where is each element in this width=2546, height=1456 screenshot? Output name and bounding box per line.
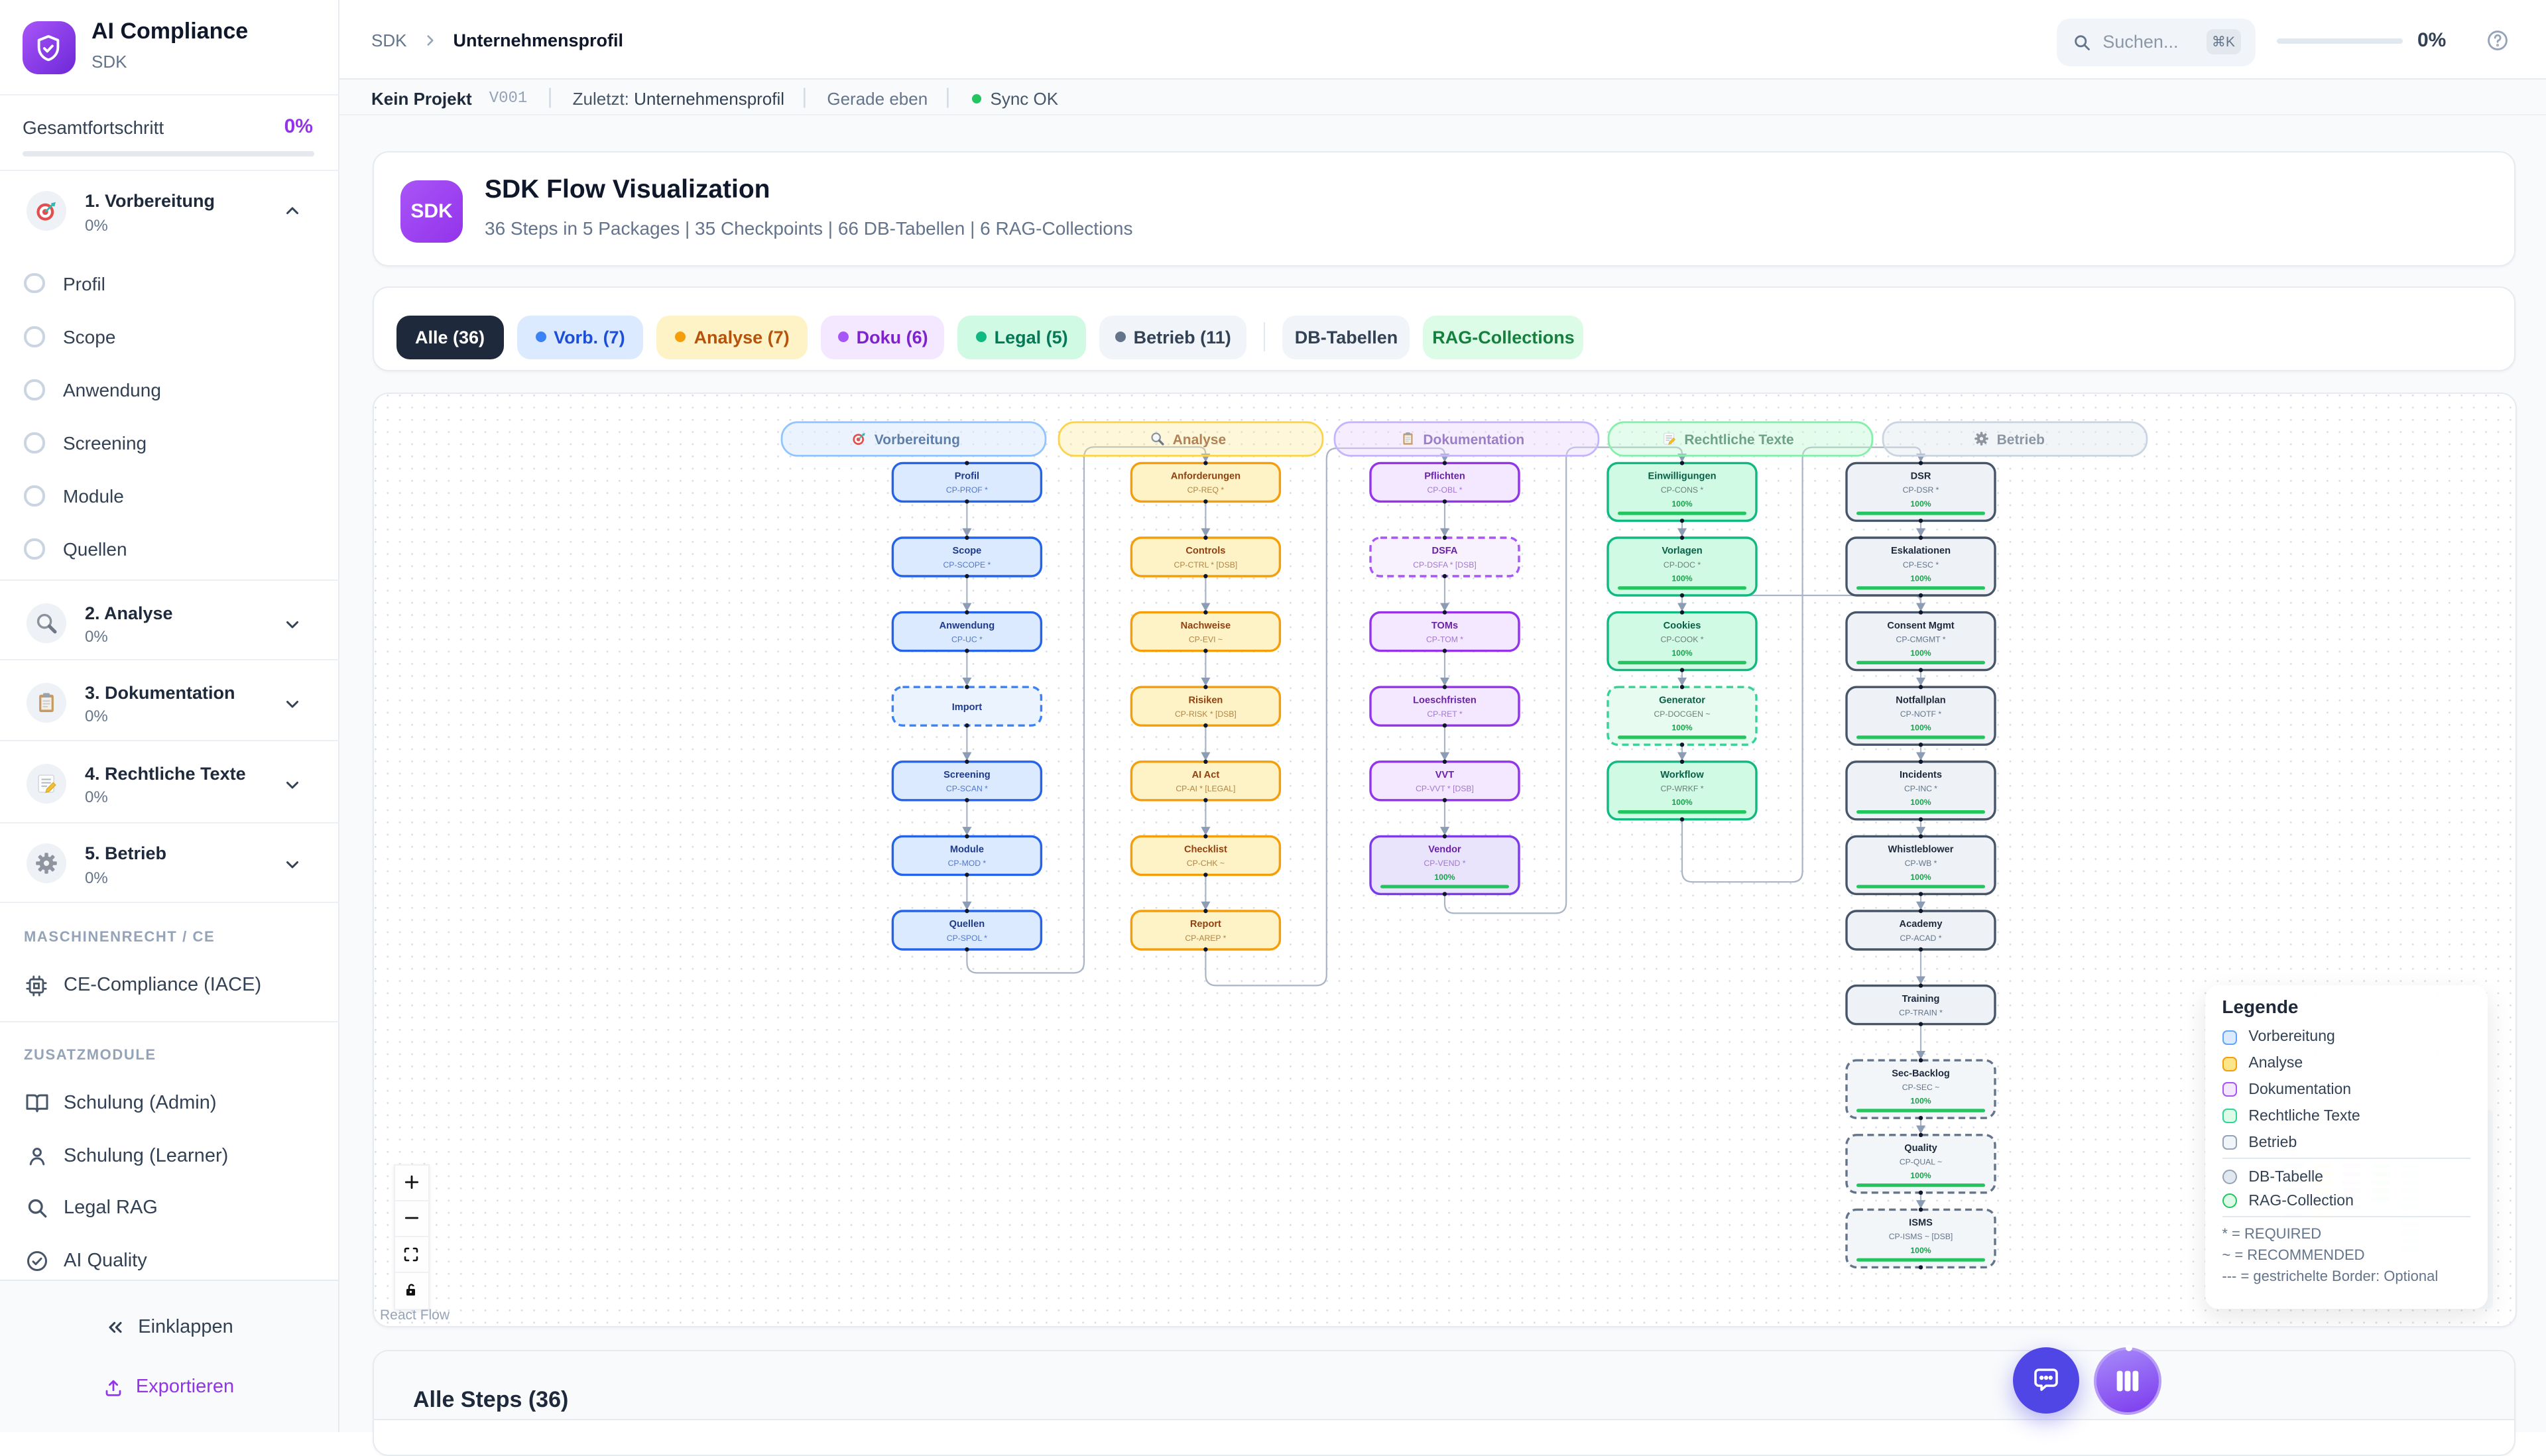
svg-text:CP-SCOPE *: CP-SCOPE * bbox=[943, 560, 991, 570]
svg-text:100%: 100% bbox=[1433, 873, 1454, 882]
svg-text:DSR: DSR bbox=[1910, 471, 1931, 482]
svg-text:CP-CHK ~: CP-CHK ~ bbox=[1186, 859, 1224, 869]
svg-text:CP-CTRL * [DSB]: CP-CTRL * [DSB] bbox=[1174, 560, 1237, 570]
svg-text:CP-COOK *: CP-COOK * bbox=[1660, 635, 1703, 644]
svg-text:CP-OBL *: CP-OBL * bbox=[1426, 486, 1461, 495]
svg-text:CP-WB *: CP-WB * bbox=[1904, 859, 1937, 869]
svg-text:CP-MOD *: CP-MOD * bbox=[947, 859, 986, 869]
svg-text:Eskalationen: Eskalationen bbox=[1890, 546, 1950, 557]
svg-text:Sec-Backlog: Sec-Backlog bbox=[1891, 1069, 1949, 1079]
svg-text:100%: 100% bbox=[1909, 798, 1930, 808]
svg-text:CP-WRKF *: CP-WRKF * bbox=[1660, 784, 1703, 794]
svg-text:Anwendung: Anwendung bbox=[939, 621, 995, 631]
svg-text:100%: 100% bbox=[1671, 798, 1691, 808]
svg-text:Vendor: Vendor bbox=[1427, 845, 1461, 855]
svg-text:CP-INC *: CP-INC * bbox=[1904, 784, 1937, 794]
svg-text:CP-SCAN *: CP-SCAN * bbox=[945, 784, 987, 794]
svg-text:Einwilligungen: Einwilligungen bbox=[1648, 471, 1716, 482]
svg-text:Controls: Controls bbox=[1185, 546, 1225, 557]
svg-text:CP-SEC ~: CP-SEC ~ bbox=[1902, 1083, 1939, 1093]
svg-text:CP-ESC *: CP-ESC * bbox=[1902, 560, 1938, 570]
svg-text:TOMs: TOMs bbox=[1431, 621, 1457, 631]
svg-text:CP-VEND *: CP-VEND * bbox=[1424, 859, 1465, 869]
svg-text:Screening: Screening bbox=[943, 770, 990, 781]
svg-text:100%: 100% bbox=[1909, 723, 1930, 733]
svg-text:Training: Training bbox=[1902, 994, 1939, 1004]
svg-text:ISMS: ISMS bbox=[1908, 1218, 1932, 1229]
svg-text:CP-UC *: CP-UC * bbox=[951, 635, 982, 644]
svg-text:VVT: VVT bbox=[1435, 770, 1453, 781]
svg-text:Module: Module bbox=[949, 845, 983, 855]
svg-text:Academy: Academy bbox=[1899, 920, 1943, 930]
svg-text:100%: 100% bbox=[1671, 649, 1691, 658]
svg-text:100%: 100% bbox=[1909, 649, 1930, 658]
svg-text:Analyse: Analyse bbox=[1172, 432, 1226, 448]
svg-text:Generator: Generator bbox=[1658, 696, 1705, 706]
svg-text:Checklist: Checklist bbox=[1183, 845, 1227, 855]
svg-text:CP-DOCGEN ~: CP-DOCGEN ~ bbox=[1654, 710, 1710, 719]
svg-text:Vorlagen: Vorlagen bbox=[1661, 546, 1701, 557]
svg-text:100%: 100% bbox=[1909, 873, 1930, 882]
svg-text:CP-SPOL *: CP-SPOL * bbox=[946, 934, 987, 943]
svg-text:Anforderungen: Anforderungen bbox=[1170, 471, 1240, 482]
svg-text:Nachweise: Nachweise bbox=[1180, 621, 1230, 631]
svg-text:CP-NOTF *: CP-NOTF * bbox=[1900, 710, 1941, 719]
svg-text:100%: 100% bbox=[1671, 723, 1691, 733]
svg-text:CP-ISMS ~ [DSB]: CP-ISMS ~ [DSB] bbox=[1888, 1233, 1953, 1242]
svg-text:Risiken: Risiken bbox=[1187, 696, 1222, 706]
svg-text:CP-TRAIN *: CP-TRAIN * bbox=[1898, 1008, 1942, 1018]
svg-text:CP-AREP *: CP-AREP * bbox=[1184, 934, 1225, 943]
svg-text:Consent Mgmt: Consent Mgmt bbox=[1886, 621, 1953, 631]
svg-text:Workflow: Workflow bbox=[1660, 770, 1703, 781]
svg-text:CP-AI * [LEGAL]: CP-AI * [LEGAL] bbox=[1175, 784, 1235, 794]
svg-text:Pflichten: Pflichten bbox=[1424, 471, 1465, 482]
svg-text:Scope: Scope bbox=[952, 546, 981, 557]
svg-text:CP-EVI ~: CP-EVI ~ bbox=[1188, 635, 1222, 644]
svg-text:CP-CONS *: CP-CONS * bbox=[1660, 486, 1703, 495]
svg-text:Profil: Profil bbox=[954, 471, 979, 482]
svg-text:100%: 100% bbox=[1909, 1097, 1930, 1106]
svg-text:CP-TOM *: CP-TOM * bbox=[1425, 635, 1463, 644]
svg-text:Cookies: Cookies bbox=[1663, 621, 1701, 631]
svg-text:CP-RET *: CP-RET * bbox=[1426, 710, 1462, 719]
svg-text:CP-CMGMT *: CP-CMGMT * bbox=[1896, 635, 1945, 644]
svg-text:100%: 100% bbox=[1909, 1172, 1930, 1181]
svg-text:DSFA: DSFA bbox=[1431, 546, 1457, 557]
svg-text:Incidents: Incidents bbox=[1899, 770, 1941, 781]
svg-text:CP-DOC *: CP-DOC * bbox=[1663, 560, 1700, 570]
svg-text:CP-REQ *: CP-REQ * bbox=[1187, 486, 1224, 495]
svg-text:CP-RISK * [DSB]: CP-RISK * [DSB] bbox=[1174, 710, 1236, 719]
svg-text:CP-DSFA * [DSB]: CP-DSFA * [DSB] bbox=[1412, 560, 1476, 570]
svg-text:Report: Report bbox=[1189, 920, 1221, 930]
svg-text:Quellen: Quellen bbox=[949, 920, 985, 930]
svg-text:CP-ACAD *: CP-ACAD * bbox=[1900, 934, 1941, 943]
svg-text:Rechtliche Texte: Rechtliche Texte bbox=[1683, 432, 1793, 448]
svg-text:100%: 100% bbox=[1909, 499, 1930, 509]
svg-text:Betrieb: Betrieb bbox=[1996, 432, 2044, 448]
svg-text:100%: 100% bbox=[1909, 1246, 1930, 1255]
svg-text:100%: 100% bbox=[1671, 499, 1691, 509]
svg-text:CP-QUAL ~: CP-QUAL ~ bbox=[1899, 1158, 1941, 1167]
svg-text:Loeschfristen: Loeschfristen bbox=[1412, 696, 1476, 706]
svg-text:Notfallplan: Notfallplan bbox=[1895, 696, 1945, 706]
svg-text:Quality: Quality bbox=[1904, 1144, 1937, 1154]
svg-text:Whistleblower: Whistleblower bbox=[1888, 845, 1953, 855]
svg-text:Dokumentation: Dokumentation bbox=[1422, 432, 1524, 448]
svg-text:CP-DSR *: CP-DSR * bbox=[1902, 486, 1939, 495]
svg-text:100%: 100% bbox=[1671, 574, 1691, 583]
svg-text:CP-PROF *: CP-PROF * bbox=[945, 486, 987, 495]
svg-text:AI Act: AI Act bbox=[1191, 770, 1219, 781]
svg-text:Vorbereitung: Vorbereitung bbox=[874, 432, 959, 448]
svg-text:100%: 100% bbox=[1909, 574, 1930, 583]
svg-text:Import: Import bbox=[951, 702, 982, 713]
svg-text:CP-VVT * [DSB]: CP-VVT * [DSB] bbox=[1415, 784, 1473, 794]
